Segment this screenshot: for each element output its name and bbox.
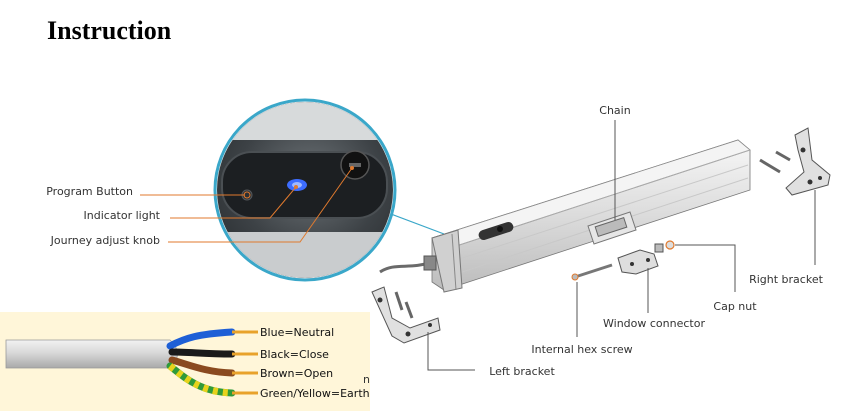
hex-screw — [574, 263, 613, 279]
hex-screw-label: Internal hex screw — [531, 343, 632, 356]
cap-nut-label: Cap nut — [713, 300, 757, 313]
left-bracket-leader — [427, 332, 475, 371]
journey-knob-leader — [168, 167, 353, 243]
right-bracket — [759, 127, 831, 196]
journey-knob-label: Journey adjust knob — [50, 234, 160, 247]
indicator-light-label: Indicator light — [84, 209, 161, 222]
wire-green-yellow-label: Green/Yellow=Earth — [260, 387, 370, 400]
wire-brown-label: Brown=Open — [260, 367, 333, 380]
window-connector-label: Window connector — [603, 317, 705, 330]
chain-label: Chain — [599, 104, 630, 117]
wire-blue-label: Blue=Neutral — [260, 326, 334, 339]
cap-nut-leader — [675, 244, 736, 292]
cap-nut — [665, 240, 675, 250]
svg-text:n: n — [363, 373, 370, 386]
left-bracket — [371, 286, 441, 344]
left-bracket-label: Left bracket — [489, 365, 555, 378]
zoom-inset — [213, 98, 397, 282]
program-button-label: Program Button — [46, 185, 133, 198]
page-title: Instruction — [47, 16, 172, 45]
wire-panel: n — [0, 312, 370, 411]
wire-black-label: Black=Close — [260, 348, 329, 361]
actuator-body — [431, 139, 751, 293]
window-connector — [617, 243, 664, 275]
right-bracket-label: Right bracket — [749, 273, 824, 286]
indicator-light-leader — [170, 186, 297, 219]
